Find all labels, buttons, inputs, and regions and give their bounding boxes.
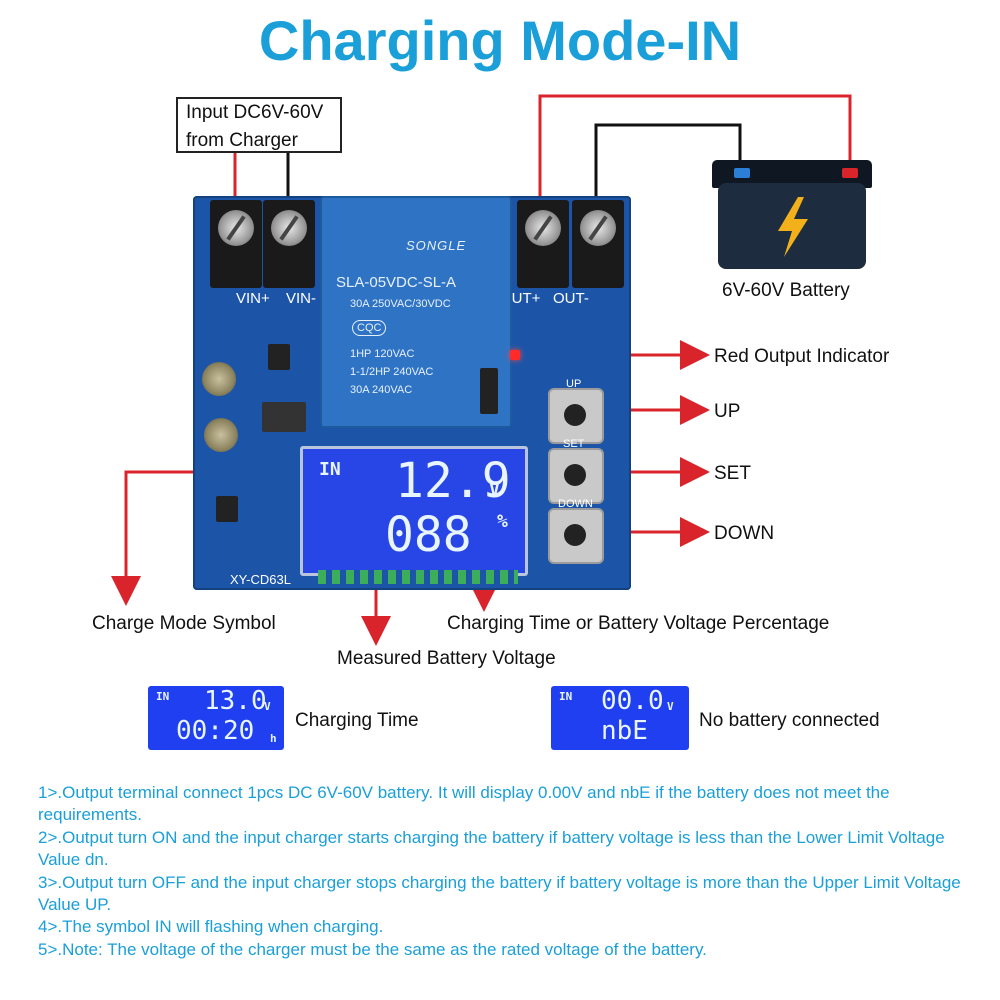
capacitor [202,362,236,396]
board-model: XY-CD63L [230,572,291,587]
callout-up: UP [714,401,741,422]
lcd-percent: 088 [385,507,472,563]
inductor [262,402,306,432]
up-button[interactable] [548,388,604,444]
red-led-indicator [510,350,520,360]
page-title: Charging Mode-IN [258,9,742,72]
out-minus-label: OUT- [553,290,589,307]
out-plus-terminal [517,200,569,288]
callout-red-indicator: Red Output Indicator [714,346,890,367]
lcd-percent-unit: % [497,511,508,532]
screw-icon [525,210,561,246]
battery-positive-terminal [842,168,858,178]
example2-voltage: 00.0 [601,686,664,716]
input-label-line2: from Charger [186,130,298,151]
vin-plus-terminal [210,200,262,288]
lcd-mode-symbol: IN [319,459,341,480]
relay-model: SLA-05VDC-SL-A [336,274,457,291]
relay-rating2: 30A 240VAC [350,384,413,396]
example1-mode: IN [156,690,170,703]
relay-brand: SONGLE [406,238,467,253]
relay-rating: 30A 250VAC/30VDC [350,298,451,310]
out-minus-terminal [572,200,624,288]
lcd-voltage-unit: V [489,479,500,500]
callout-charge-mode: Charge Mode Symbol [92,613,276,634]
example2-v-unit: V [667,700,674,713]
screw-icon [580,210,616,246]
screw-icon [218,210,254,246]
diode [480,368,498,414]
example1-t-unit: h [270,732,277,745]
example-lcd-no-battery: IN 00.0 V nbE [551,686,689,750]
example1-time: 00:20 [176,716,255,746]
example-lcd-charging-time: IN 13.0 V 00:20 h [148,686,284,750]
relay-hp2: 1-1/2HP 240VAC [350,366,434,378]
callout-set: SET [714,463,751,484]
down-button[interactable] [548,508,604,564]
battery-label: 6V-60V Battery [722,280,850,301]
lcd-pins [318,570,518,584]
example1-voltage: 13.0 [204,686,267,716]
up-button-silk: UP [566,378,582,390]
capacitor [204,418,238,452]
regulator-chip [216,496,238,522]
input-label-box: Input DC6V-60V from Charger [176,97,342,153]
note-item: 3>.Output turn OFF and the input charger… [38,872,961,915]
vin-plus-label: VIN+ [236,290,270,307]
notes-list: 1>.Output terminal connect 1pcs DC 6V-60… [38,782,978,961]
example2-caption: No battery connected [699,710,880,731]
example1-v-unit: V [264,700,271,713]
callout-charging-time-pct: Charging Time or Battery Voltage Percent… [447,613,830,634]
vin-minus-terminal [263,200,315,288]
set-button[interactable] [548,448,604,504]
example1-caption: Charging Time [295,710,419,731]
callout-measured-voltage: Measured Battery Voltage [337,648,556,669]
main-lcd: IN 12.9 V 088 % [300,446,528,576]
example2-mode: IN [559,690,573,703]
note-item: 2>.Output turn ON and the input charger … [38,827,945,870]
example2-code: nbE [601,716,648,746]
lcd-voltage: 12.9 [395,453,511,509]
note-item: 1>.Output terminal connect 1pcs DC 6V-60… [38,783,890,825]
down-button-silk: DOWN [558,498,593,510]
relay-hp1: 1HP 120VAC [350,348,415,360]
battery-negative-terminal [734,168,750,178]
callout-down: DOWN [714,523,775,544]
screw-icon [271,210,307,246]
input-label-line1: Input DC6V-60V [186,102,324,123]
lightning-icon [778,197,808,257]
note-item: 4>.The symbol IN will flashing when char… [38,917,384,937]
battery [718,183,866,269]
note-item: 5>.Note: The voltage of the charger must… [38,939,707,959]
ic-chip [268,344,290,370]
set-button-silk: SET [563,438,585,450]
vin-minus-label: VIN- [286,290,316,307]
cqc-mark: CQC [352,320,387,336]
